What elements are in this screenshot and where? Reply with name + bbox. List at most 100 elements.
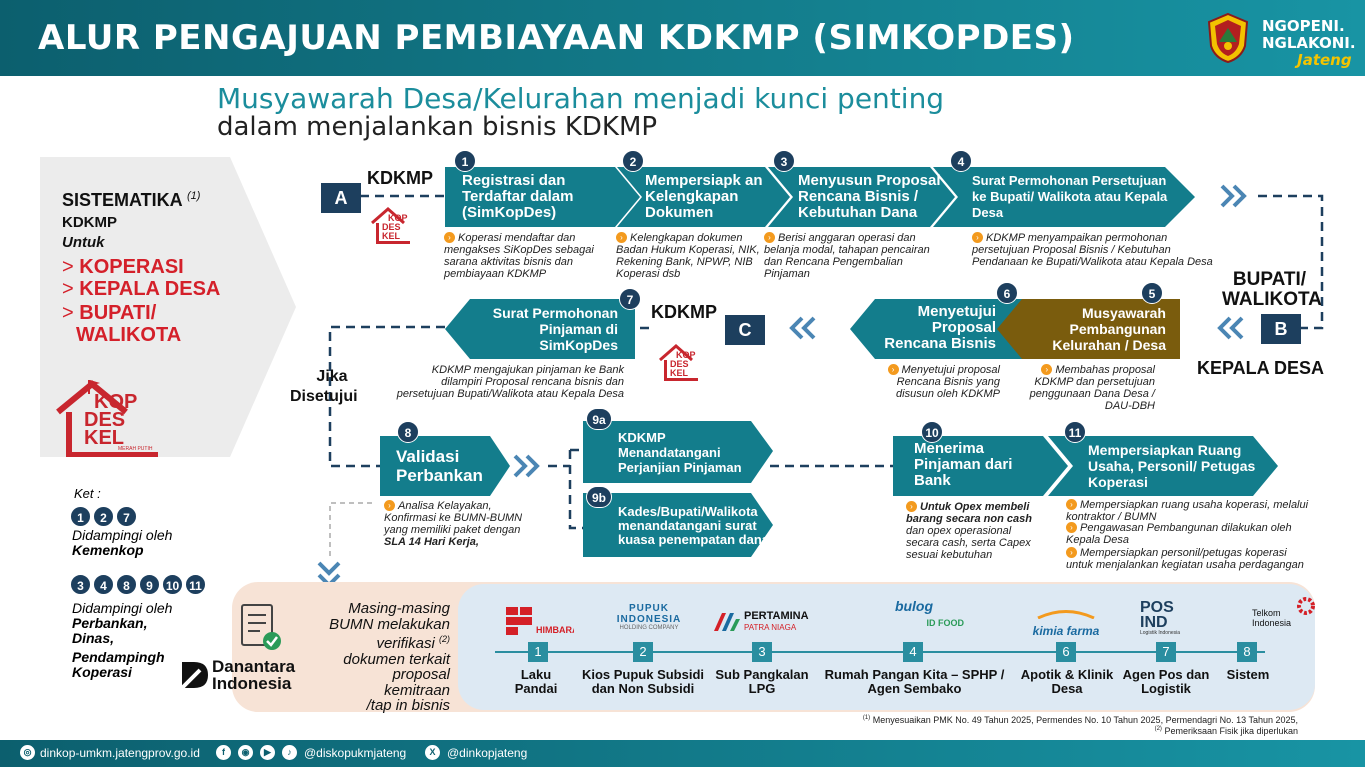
step-11-number: 11 bbox=[1064, 421, 1086, 443]
himbara-logo: HIMBARA bbox=[506, 607, 574, 635]
step-3-title: Menyusun Proposal Rencana Bisnis / Kebut… bbox=[798, 172, 941, 221]
footer-x-handle[interactable]: @dinkopjateng bbox=[447, 746, 528, 760]
partner-8-label: Sistem bbox=[1226, 667, 1270, 682]
step-10-title: Menerima Pinjaman dari Bank bbox=[914, 440, 1013, 489]
step-4-title: Surat Permohonan Persetujuan ke Bupati/ … bbox=[972, 173, 1168, 220]
sidebar-item-koperasi: > KOPERASI bbox=[62, 256, 184, 278]
footer-bar bbox=[0, 740, 1365, 767]
sidebar-title: SISTEMATIKA (1) bbox=[62, 190, 201, 210]
step-8-number: 8 bbox=[397, 421, 419, 443]
step-4-desc: ›KDKMP menyampaikan permohonan persetuju… bbox=[972, 232, 1213, 268]
pupuk-indonesia-logo: PUPUK INDONESIA HOLDING COMPANY bbox=[616, 603, 682, 631]
step-8-arrow bbox=[380, 436, 510, 496]
step-7-arrow bbox=[445, 299, 635, 359]
partner-3-label: Sub Pangkalan LPG bbox=[715, 667, 809, 696]
sidebar-kdkmp: KDKMP bbox=[62, 214, 117, 231]
step-8-title: Validasi Perbankan bbox=[396, 447, 483, 485]
svg-text:KEL: KEL bbox=[84, 427, 124, 449]
label-c: C bbox=[725, 315, 765, 345]
kdkmp-label-c: KDKMP bbox=[651, 302, 717, 322]
partner-7-label: Agen Pos dan Logistik bbox=[1122, 667, 1210, 696]
header-bar bbox=[0, 0, 1365, 76]
step-8-desc: ›Analisa Kelayakan, Konfirmasi ke BUMN-B… bbox=[384, 500, 523, 548]
ket-group1-bold: Kemenkop bbox=[72, 542, 144, 558]
step-6-title: Menyetujui Proposal Rencana Bisnis bbox=[884, 303, 996, 352]
kopdeskel-logo-small-a: KOP DES KEL bbox=[371, 207, 410, 244]
step-5-number: 5 bbox=[1141, 282, 1163, 304]
footnote-2: (2) Pemeriksaan Fisik jika diperlukan bbox=[1154, 726, 1298, 736]
ket-group2-bold1: Perbankan, bbox=[72, 615, 148, 631]
footer-social-handle[interactable]: @diskopukmjateng bbox=[304, 746, 407, 760]
telkom-indonesia-logo: Telkom Indonesia bbox=[1252, 596, 1318, 628]
instagram-icon[interactable]: ◉ bbox=[238, 745, 253, 760]
ket-group2-bold4: Koperasi bbox=[72, 664, 132, 680]
step-5-desc: ›Membahas proposal KDKMP dan persetujuan… bbox=[1029, 364, 1155, 412]
step-3-number: 3 bbox=[773, 150, 795, 172]
youtube-icon[interactable]: ▶ bbox=[260, 745, 275, 760]
subtitle-line2: dalam menjalankan bisnis KDKMP bbox=[217, 112, 658, 142]
ket-title: Ket : bbox=[74, 486, 101, 501]
sidebar-arrow-shape bbox=[40, 157, 296, 457]
danantara-logo-icon bbox=[180, 662, 208, 690]
step-11-title: Mempersiapkan Ruang Usaha, Personil/ Pet… bbox=[1088, 442, 1256, 490]
partner-1-number: 1 bbox=[528, 642, 548, 662]
ket-group1-badges: 1 2 7 bbox=[70, 506, 137, 527]
partner-1-label: Laku Pandai bbox=[514, 667, 558, 696]
facebook-icon[interactable]: f bbox=[216, 745, 231, 760]
steps-10-11-arrows bbox=[893, 436, 1278, 496]
globe-icon: ◎ bbox=[20, 745, 35, 760]
step-11-desc-3: ›Mempersiapkan personil/petugas koperasi… bbox=[1066, 547, 1304, 571]
step-10-desc: ›Untuk Opex membeli barang secara non ca… bbox=[906, 501, 1032, 561]
step-9-arrows bbox=[583, 421, 773, 557]
step-2-title: Mempersiapk an Kelengkapan Dokumen bbox=[645, 172, 763, 221]
step-5-title: Musyawarah Pembangunan Kelurahan / Desa bbox=[1052, 305, 1166, 353]
step-7-number: 7 bbox=[619, 288, 641, 310]
partner-2-number: 2 bbox=[633, 642, 653, 662]
label-a: A bbox=[321, 183, 361, 213]
bulog-idfood-logo: bulog ID FOOD bbox=[894, 598, 964, 628]
partner-6-number: 6 bbox=[1056, 642, 1076, 662]
document-check-icon bbox=[241, 604, 281, 650]
footer-website[interactable]: dinkop-umkm.jatengprov.go.id bbox=[40, 746, 200, 760]
sidebar-item-kepala-desa: > KEPALA DESA bbox=[62, 278, 221, 300]
sidebar-item-walikota: WALIKOTA bbox=[76, 324, 182, 346]
jateng-emblem-icon bbox=[1207, 12, 1249, 64]
footnote-1: (1) Menyesuaikan PMK No. 49 Tahun 2025, … bbox=[862, 715, 1298, 725]
sidebar-untuk: Untuk bbox=[62, 234, 105, 251]
ket-group1-text: Didampingi oleh bbox=[72, 527, 173, 543]
svg-text:DES: DES bbox=[382, 222, 401, 232]
step-1-title: Registrasi dan Terdaftar dalam (SimKopDe… bbox=[462, 172, 574, 221]
kdkmp-label-a: KDKMP bbox=[367, 168, 433, 188]
step-2-number: 2 bbox=[622, 150, 644, 172]
kepala-desa-label: KEPALA DESA bbox=[1197, 358, 1325, 378]
x-icon[interactable]: X bbox=[425, 745, 440, 760]
partner-timeline bbox=[495, 651, 1265, 653]
ket-group2-text: Didampingi oleh bbox=[72, 600, 173, 616]
step-6-number: 6 bbox=[996, 282, 1018, 304]
svg-text:KOP: KOP bbox=[676, 350, 696, 360]
partner-4-label: Rumah Pangan Kita – SPHP / Agen Sembako bbox=[824, 667, 1005, 696]
step-3-desc: ›Berisi anggaran operasi dan belanja mod… bbox=[764, 232, 930, 280]
kopdeskel-logo-large: KOP DES KEL MERAH PUTIH bbox=[56, 380, 158, 457]
step-7-desc: KDKMP mengajukan pinjaman ke Bank dilamp… bbox=[396, 364, 624, 400]
subtitle-line1: Musyawarah Desa/Kelurahan menjadi kunci … bbox=[217, 82, 945, 115]
step-6-desc: ›Menyetujui proposal Rencana Bisnis yang… bbox=[860, 364, 1000, 400]
middle-row-arrows-right bbox=[850, 299, 1180, 359]
tiktok-icon[interactable]: ♪ bbox=[282, 745, 297, 760]
ket-group2-bold3: Pendampingh bbox=[72, 649, 165, 665]
svg-text:DES: DES bbox=[670, 359, 689, 369]
ket-group2-badges: 3 4 8 9 10 11 bbox=[70, 574, 206, 595]
step-1-number: 1 bbox=[454, 150, 476, 172]
step-9a-number: 9a bbox=[586, 408, 612, 430]
svg-text:HIMBARA: HIMBARA bbox=[536, 625, 574, 635]
page-title: ALUR PENGAJUAN PEMBIAYAAN KDKMP (SIMKOPD… bbox=[38, 18, 1075, 58]
step-9b-number: 9b bbox=[586, 486, 612, 508]
step-9b-title: Kades/Bupati/Walikota menandatangani sur… bbox=[618, 504, 769, 547]
label-b: B bbox=[1261, 314, 1301, 344]
step-1-desc: ›Koperasi mendaftar dan mengakses SiKopD… bbox=[444, 232, 594, 280]
partner-4-number: 4 bbox=[903, 642, 923, 662]
